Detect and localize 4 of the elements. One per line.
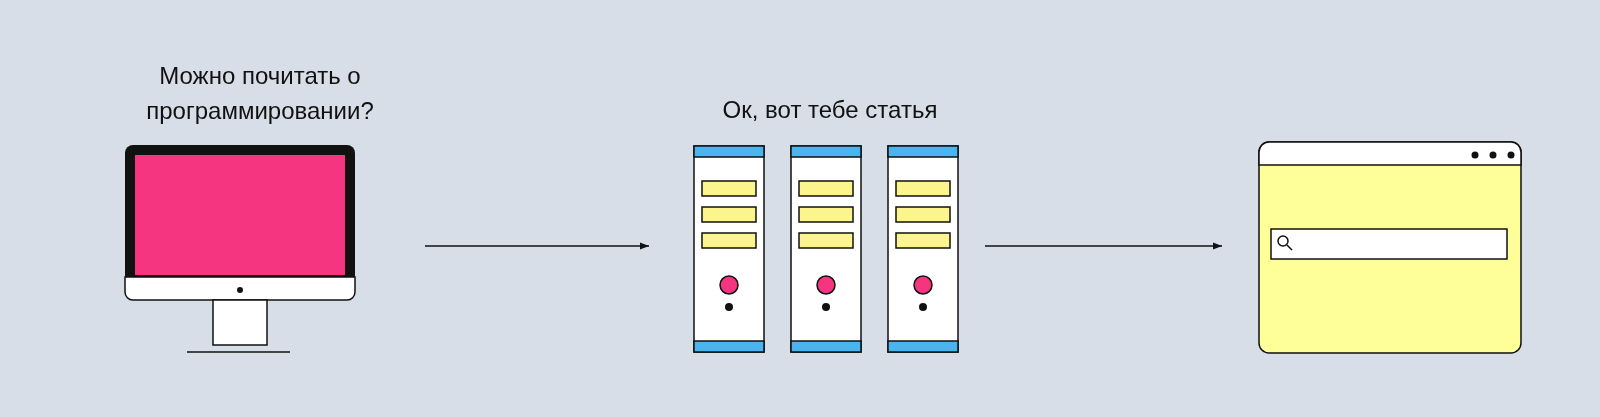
arrow bbox=[984, 242, 1223, 250]
arrow bbox=[424, 242, 650, 250]
question-text: Можно почитать о программировании? bbox=[145, 61, 375, 126]
reply-text: Ок, вот тебе статья bbox=[722, 95, 938, 125]
